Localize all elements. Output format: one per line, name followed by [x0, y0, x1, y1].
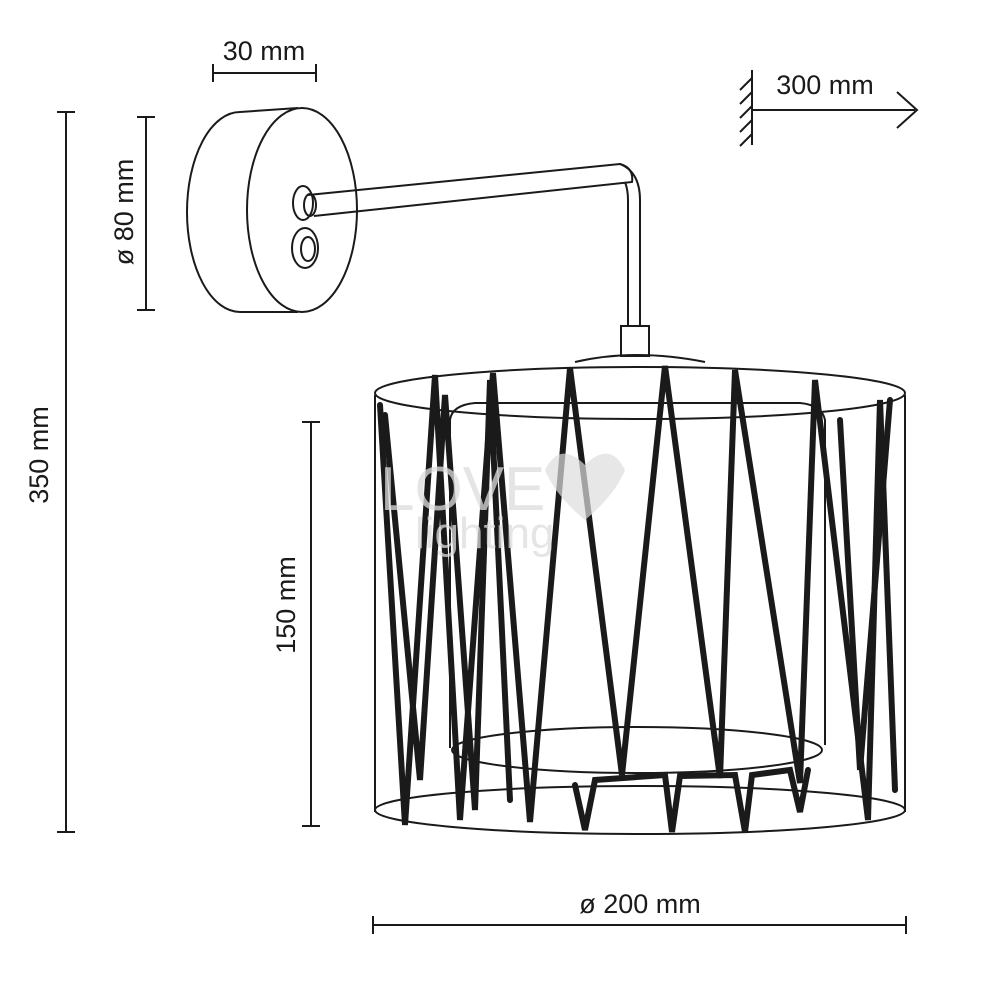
watermark-logo: LOVE lighting	[380, 453, 625, 558]
dim-label-200mm: ø 200 mm	[579, 889, 701, 919]
watermark-lighting: lighting	[415, 509, 554, 558]
dim-label-150mm: 150 mm	[271, 556, 301, 654]
dim-backplate-diameter: ø 80 mm	[109, 116, 155, 311]
watermark-love: LOVE	[380, 455, 545, 524]
arm	[303, 162, 706, 363]
dim-label-350mm: 350 mm	[24, 406, 54, 504]
dim-total-height: 350 mm	[24, 111, 75, 833]
dim-label-300mm: 300 mm	[776, 70, 874, 100]
dim-label-80mm: ø 80 mm	[109, 159, 139, 266]
lamp-shade	[374, 365, 906, 835]
dim-shade-height: 150 mm	[271, 421, 320, 827]
dim-backplate-depth: 30 mm	[212, 36, 317, 82]
backplate	[186, 107, 359, 313]
dim-shade-diameter: ø 200 mm	[372, 889, 907, 934]
dim-projection: 300 mm	[739, 70, 919, 147]
dim-label-30mm: 30 mm	[223, 36, 306, 66]
